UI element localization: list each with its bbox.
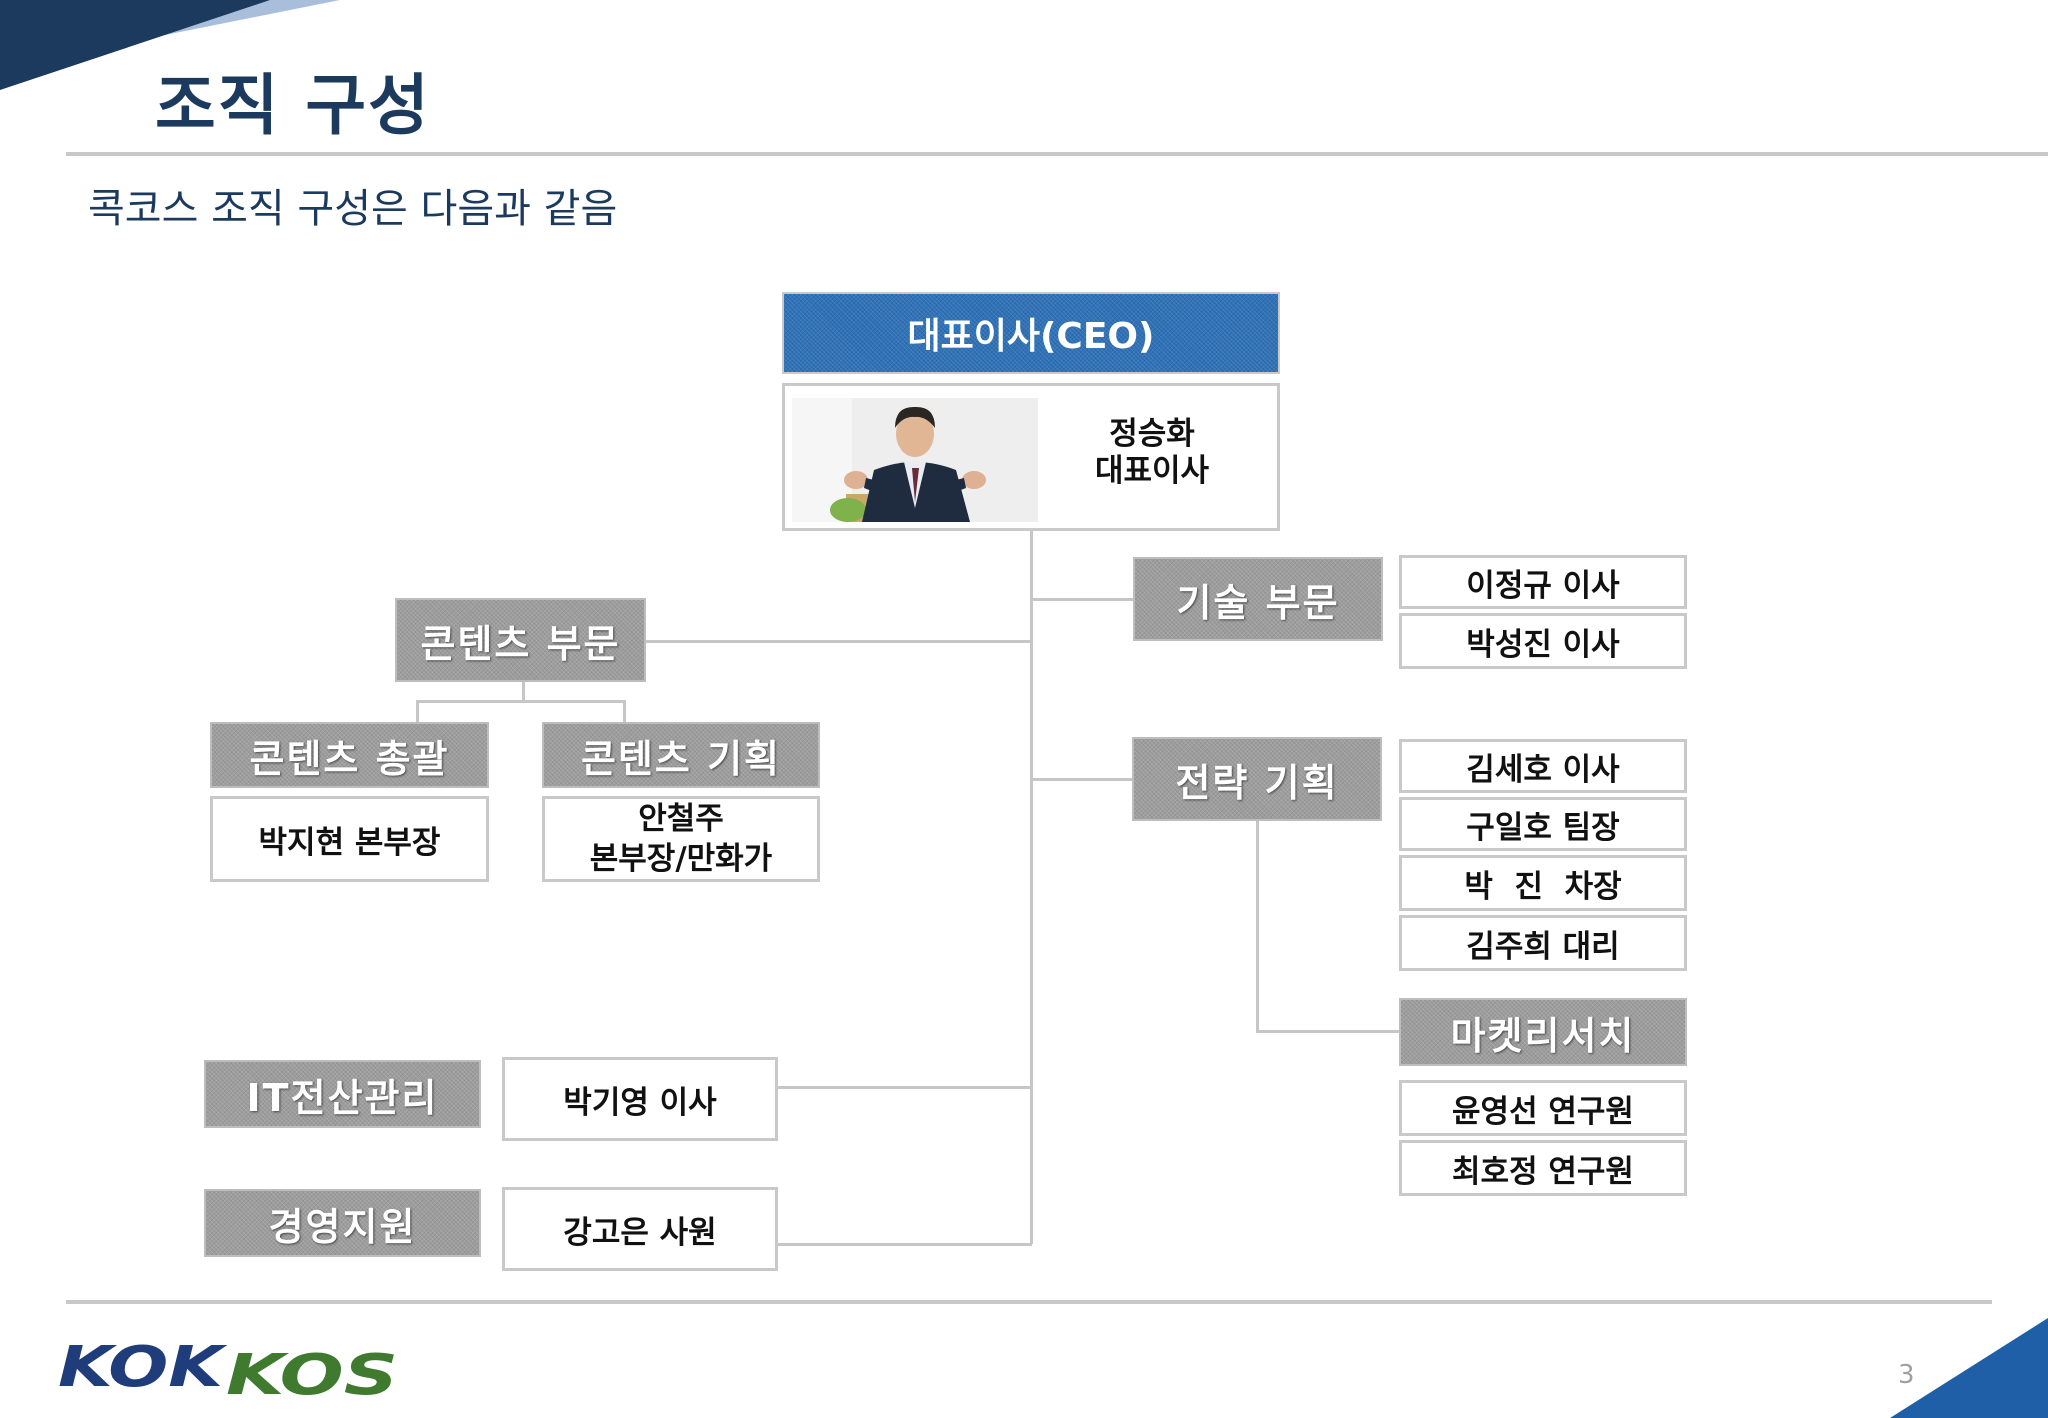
management-support-box: 경영지원 (204, 1189, 481, 1257)
ceo-photo (792, 398, 1038, 522)
content-planning-box: 콘텐츠 기획 (542, 722, 820, 788)
tech-division-box: 기술 부문 (1133, 557, 1383, 641)
research-member: 윤영선 연구원 (1399, 1080, 1687, 1136)
content-planning-person-line2: 본부장/만화가 (589, 841, 773, 877)
ceo-header: 대표이사(CEO) (782, 292, 1280, 374)
it-management-box: IT전산관리 (204, 1060, 481, 1128)
content-planning-person-line1: 안철주 (638, 800, 724, 837)
content-general-box: 콘텐츠 총괄 (210, 722, 489, 788)
top-left-corner-decoration (0, 0, 340, 90)
strategy-member: 박 진 차장 (1399, 855, 1687, 911)
bottom-right-corner-decoration (1890, 1318, 2048, 1418)
tech-member: 이정규 이사 (1399, 555, 1687, 609)
footer-divider (66, 1300, 1992, 1304)
market-research-box: 마켓리서치 (1399, 998, 1687, 1066)
strategy-planning-box: 전략 기획 (1132, 737, 1382, 821)
management-support-person: 강고은 사원 (502, 1187, 778, 1271)
ceo-name-line2: 대표이사 (1094, 453, 1210, 490)
svg-text:KOS: KOS (226, 1343, 398, 1400)
tech-member: 박성진 이사 (1399, 613, 1687, 669)
content-general-person: 박지현 본부장 (210, 796, 489, 882)
page-subtitle: 콕코스 조직 구성은 다음과 같음 (88, 186, 618, 232)
content-division-box: 콘텐츠 부문 (395, 598, 646, 682)
ceo-name-line1: 정승화 (1109, 416, 1195, 452)
it-management-person: 박기영 이사 (502, 1057, 778, 1141)
kokkos-logo: KOK KOS (58, 1335, 403, 1408)
ceo-name: 정승화 대표이사 (1040, 416, 1264, 490)
header-divider (66, 152, 2048, 156)
research-member: 최호정 연구원 (1399, 1140, 1687, 1196)
strategy-member: 김주희 대리 (1399, 915, 1687, 971)
svg-text:KOK: KOK (58, 1338, 228, 1400)
page-number: 3 (1898, 1360, 1915, 1390)
strategy-member: 구일호 팀장 (1399, 797, 1687, 851)
page-title: 조직 구성 (155, 67, 431, 144)
content-planning-person: 안철주 본부장/만화가 (542, 796, 820, 882)
strategy-member: 김세호 이사 (1399, 739, 1687, 793)
